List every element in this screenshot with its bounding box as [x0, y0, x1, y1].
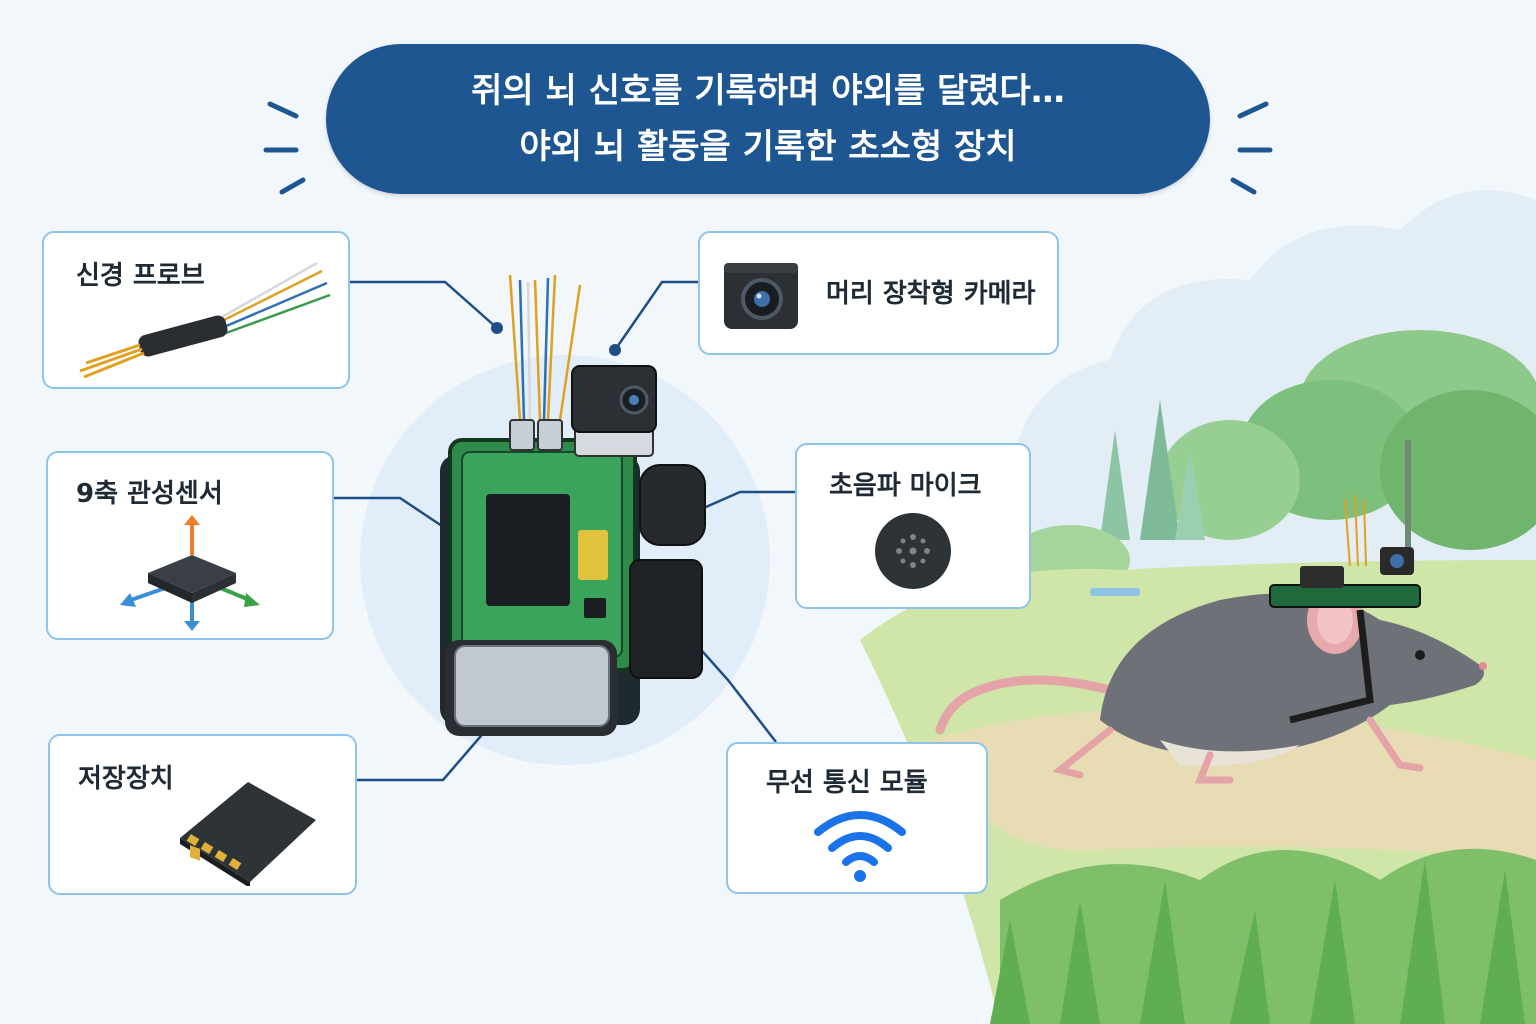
device-illustration [440, 274, 706, 736]
label-camera: 머리 장착형 카메라 [826, 279, 1036, 309]
title-banner: 쥐의 뇌 신호를 기록하며 야외를 달렸다… 야외 뇌 활동을 기록한 초소형 … [326, 44, 1210, 194]
card-storage: 저장장치 [48, 734, 357, 895]
card-microphone: 초음파 마이크 [795, 443, 1031, 609]
title-line-2: 야외 뇌 활동을 기록한 초소형 장치 [519, 127, 1017, 167]
wifi-icon [814, 811, 906, 882]
card-imu: 9축 관성센서 [46, 451, 334, 640]
card-wireless: 무선 통신 모듈 [726, 742, 988, 894]
label-microphone: 초음파 마이크 [829, 471, 982, 501]
microphone-icon [875, 513, 951, 589]
label-storage: 저장장치 [78, 764, 174, 794]
label-neural-probe: 신경 프로브 [76, 261, 205, 291]
label-wireless: 무선 통신 모듈 [766, 768, 928, 798]
title-decoration-rays [263, 101, 1273, 195]
card-neural-probe: 신경 프로브 [42, 231, 350, 389]
sd-card-icon [180, 782, 316, 886]
probe-icon [79, 261, 331, 379]
rat-illustration [935, 494, 1487, 784]
card-camera: 머리 장착형 카메라 [698, 231, 1059, 355]
title-line-1: 쥐의 뇌 신호를 기록하며 야외를 달렸다… [471, 71, 1065, 111]
camera-icon [724, 263, 798, 329]
imu-axes-icon [120, 515, 260, 631]
background-trees [1010, 330, 1536, 595]
label-imu: 9축 관성센서 [76, 479, 223, 509]
